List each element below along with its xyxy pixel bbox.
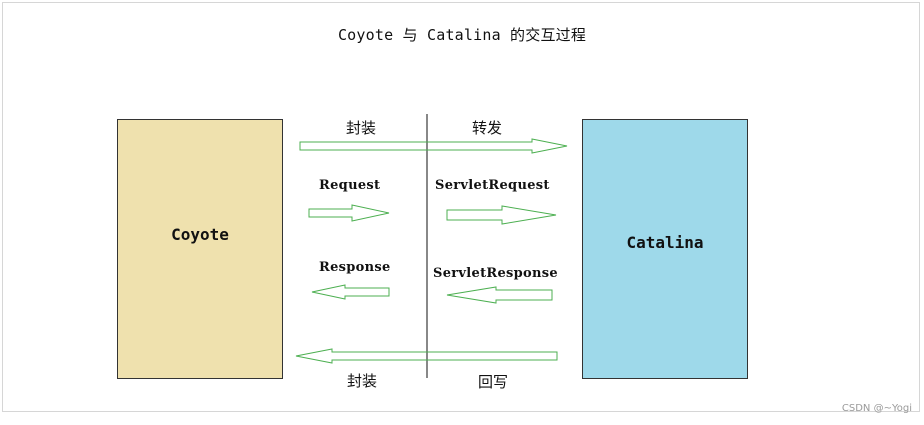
- label-encapsulate-top: 封装: [346, 119, 377, 137]
- label-request: Request: [319, 178, 381, 193]
- arrow-bottom-backward: [295, 348, 558, 364]
- arrow-response: [311, 284, 390, 300]
- label-forward: 转发: [472, 119, 503, 137]
- catalina-box-label: Catalina: [626, 232, 704, 252]
- arrow-request: [308, 204, 390, 222]
- label-encapsulate-bottom: 封装: [347, 372, 378, 390]
- arrow-servlet-request: [446, 205, 557, 225]
- watermark: CSDN @~Yogi: [841, 403, 912, 414]
- diagram-title: Coyote 与 Catalina 的交互过程: [337, 26, 587, 44]
- label-servlet-request: ServletRequest: [435, 178, 550, 193]
- catalina-box: Catalina: [582, 119, 748, 379]
- coyote-box: Coyote: [117, 119, 283, 379]
- diagram-frame: [2, 2, 920, 412]
- label-servlet-response: ServletResponse: [433, 266, 558, 281]
- arrow-top-forward: [299, 138, 568, 154]
- arrow-servlet-response: [446, 286, 553, 304]
- coyote-box-label: Coyote: [171, 224, 229, 244]
- label-write-back: 回写: [478, 373, 509, 391]
- label-response: Response: [319, 260, 391, 275]
